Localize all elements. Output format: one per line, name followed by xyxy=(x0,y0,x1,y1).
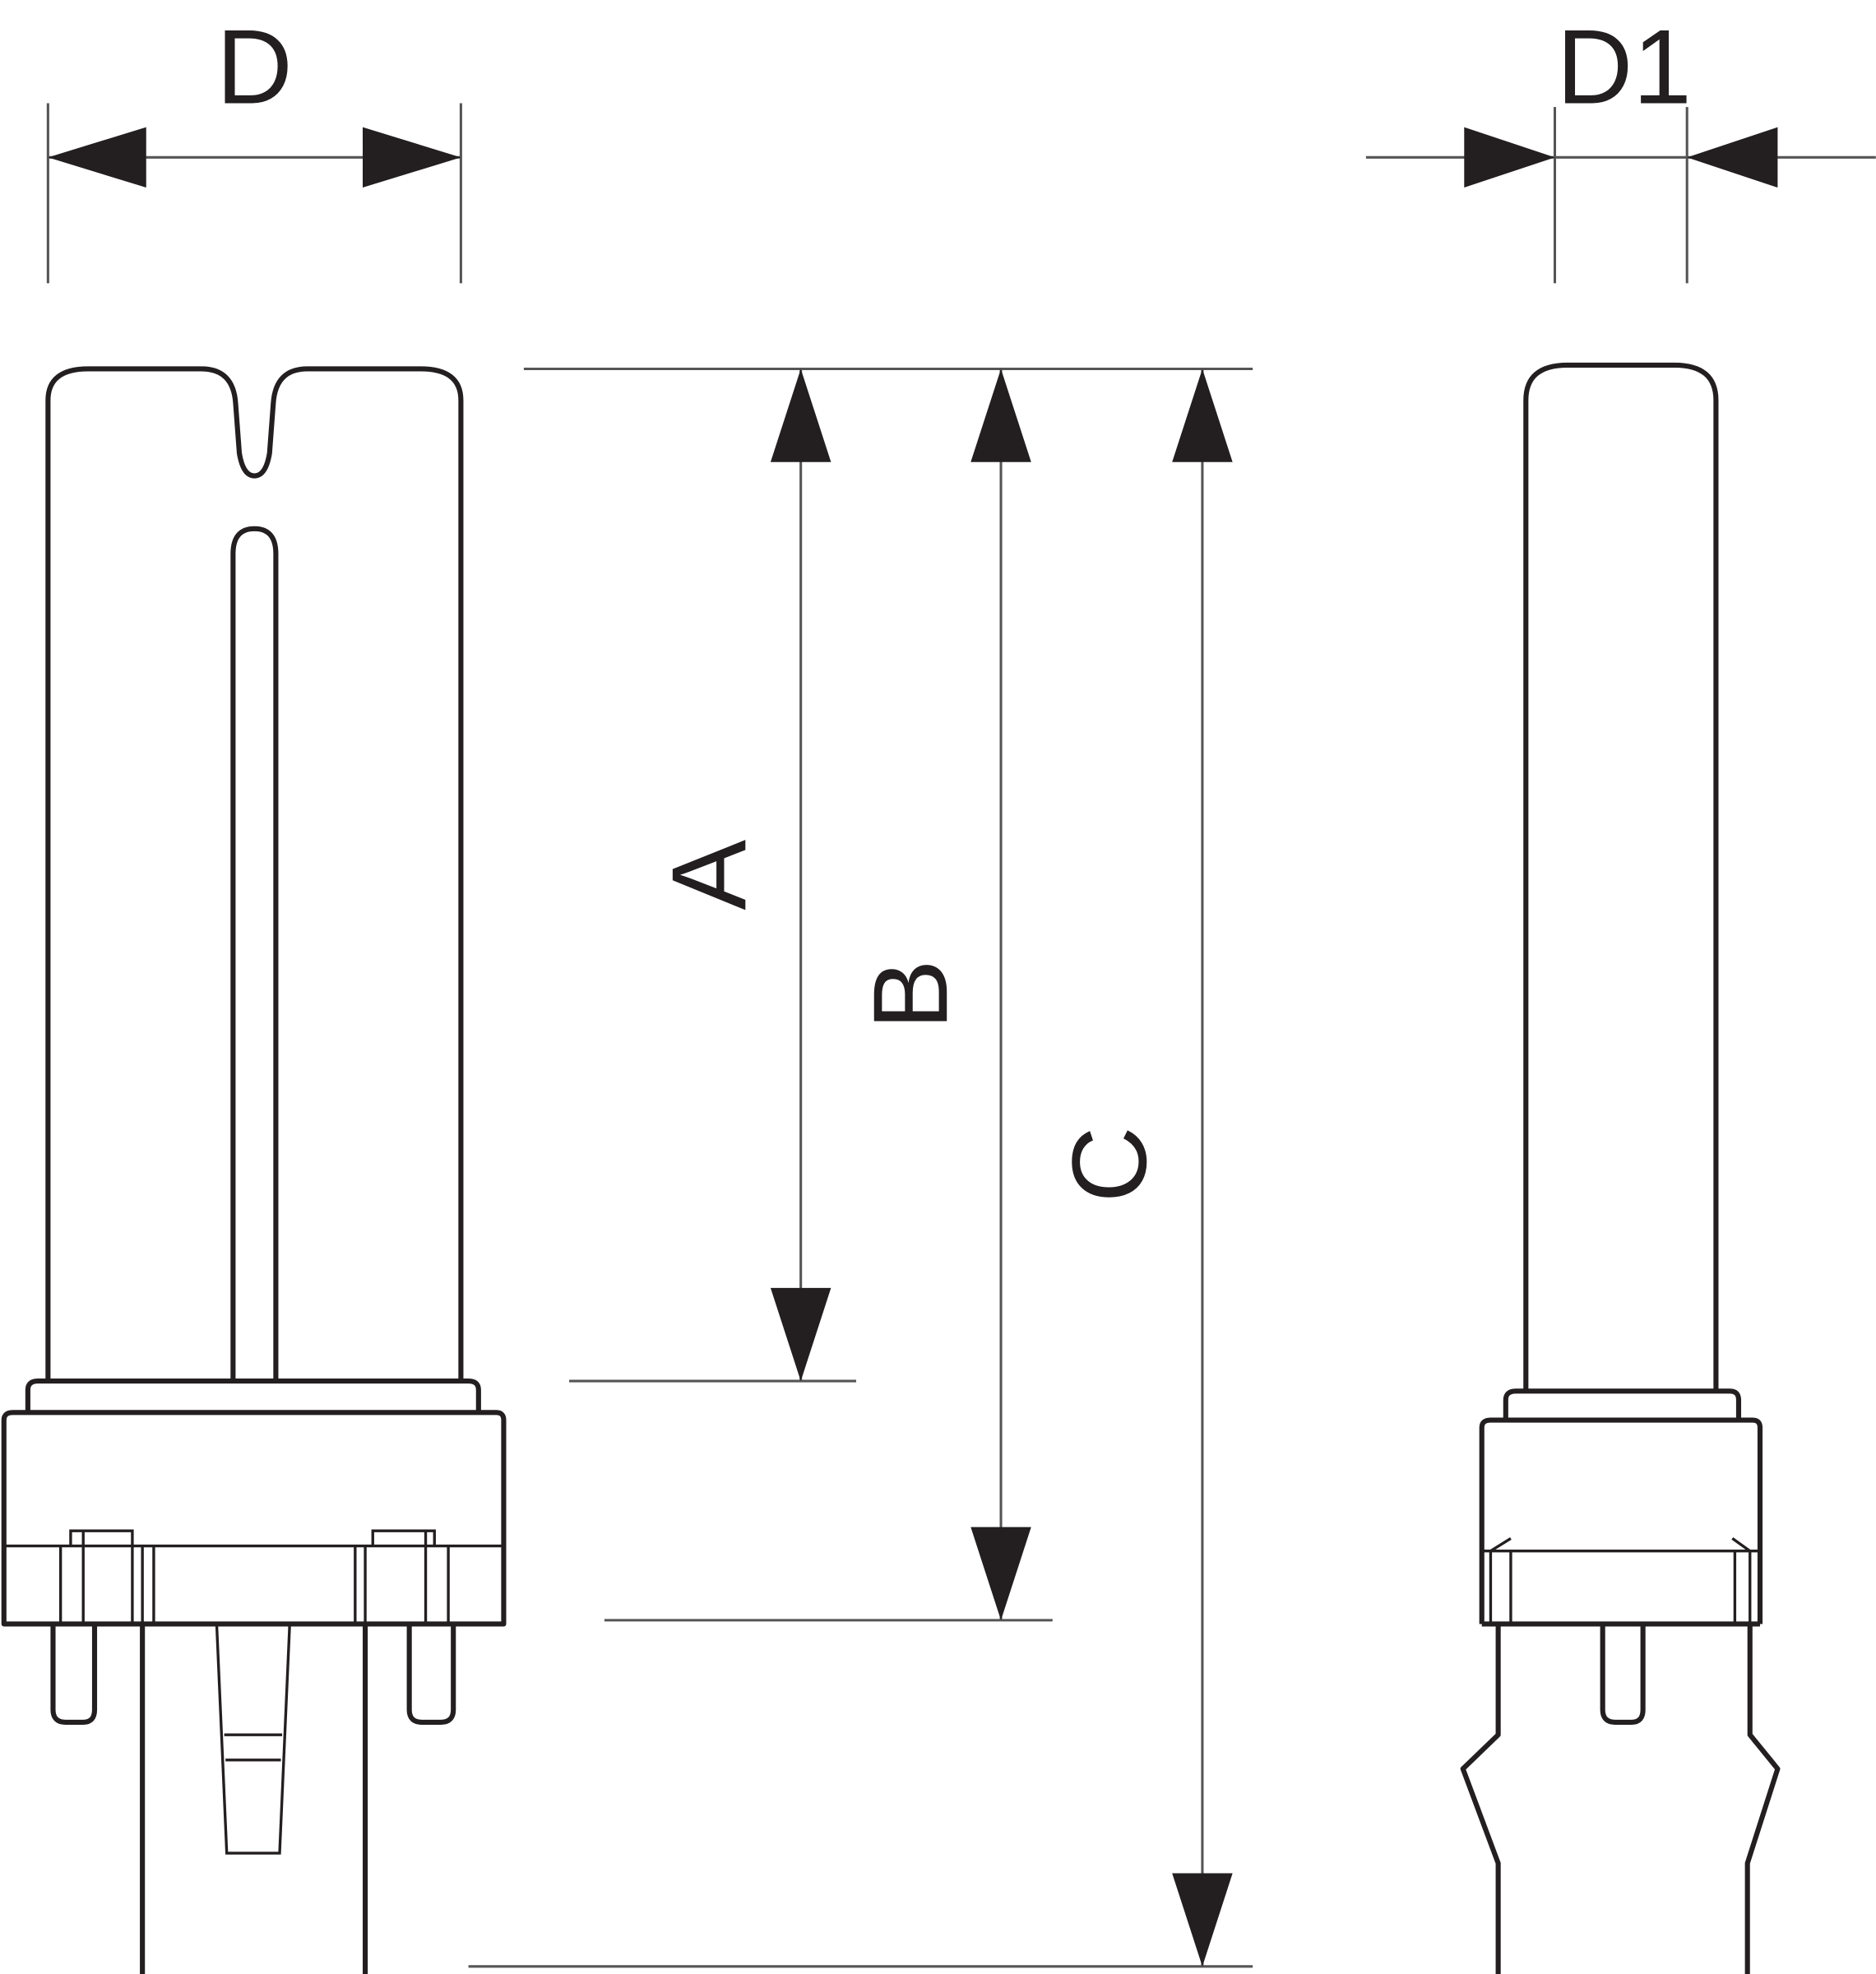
label-d: D xyxy=(216,9,293,127)
dimension-d: D xyxy=(46,9,462,284)
dimension-d1: D1 xyxy=(1365,9,1876,284)
lamp-front-view xyxy=(1,366,507,1974)
dimensions-abc: A B C xyxy=(468,367,1253,1968)
label-d1: D1 xyxy=(1557,9,1692,127)
label-b: B xyxy=(852,959,970,1030)
label-c: C xyxy=(1051,1126,1169,1202)
lamp-side-view xyxy=(1460,362,1781,1974)
label-a: A xyxy=(651,840,768,911)
